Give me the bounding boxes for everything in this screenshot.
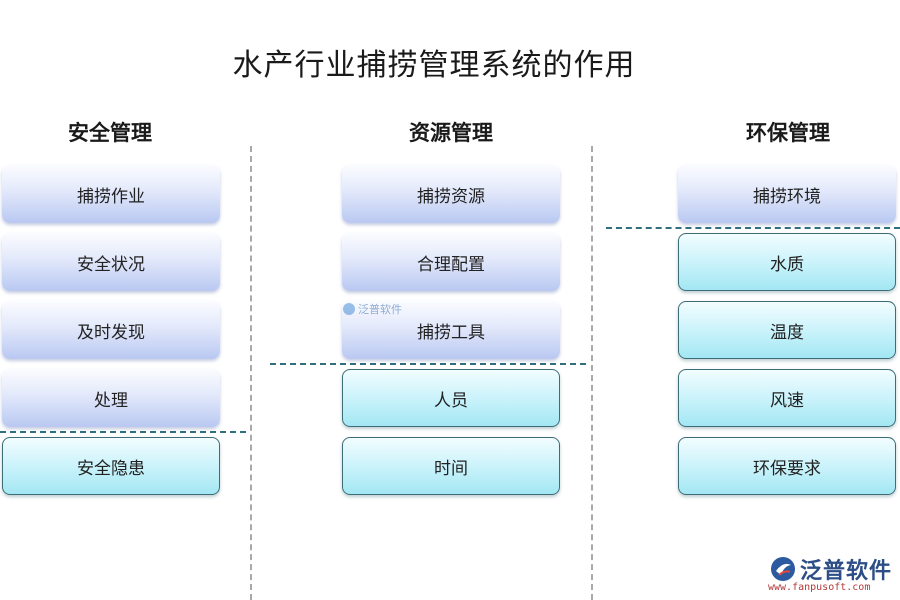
box-environment-2: 水质: [678, 233, 896, 291]
box-environment-4: 风速: [678, 369, 896, 427]
watermark-text: 泛普软件: [358, 303, 402, 316]
box-resource-4: 人员: [342, 369, 560, 427]
column-separator: [250, 146, 252, 600]
column-heading-resource: 资源管理: [409, 120, 493, 145]
box-resource-5: 时间: [342, 437, 560, 495]
box-environment-3: 温度: [678, 301, 896, 359]
brand-logo: 泛普软件: [770, 553, 892, 585]
logo-url: www.fanpusoft.com: [768, 582, 871, 593]
logo-icon: [343, 303, 355, 315]
diagram-title: 水产行业捕捞管理系统的作用: [232, 48, 636, 83]
box-safety-1: 捕捞作业: [2, 165, 220, 223]
box-safety-5: 安全隐患: [2, 437, 220, 495]
box-environment-1: 捕捞环境: [678, 165, 896, 223]
column-heading-safety: 安全管理: [68, 120, 152, 145]
watermark: 泛普软件: [343, 301, 402, 317]
box-safety-2: 安全状况: [2, 233, 220, 291]
logo-icon: [771, 557, 795, 581]
box-safety-4: 处理: [2, 369, 220, 427]
section-divider-resource: [270, 363, 586, 365]
box-resource-2: 合理配置: [342, 233, 560, 291]
box-environment-5: 环保要求: [678, 437, 896, 495]
box-resource-3: 捕捞工具: [342, 301, 560, 359]
column-separator: [591, 146, 593, 600]
box-resource-1: 捕捞资源: [342, 165, 560, 223]
box-safety-3: 及时发现: [2, 301, 220, 359]
section-divider-safety: [0, 431, 246, 433]
column-heading-environment: 环保管理: [746, 120, 830, 145]
section-divider-environment: [606, 227, 900, 229]
logo-text: 泛普软件: [800, 559, 893, 584]
